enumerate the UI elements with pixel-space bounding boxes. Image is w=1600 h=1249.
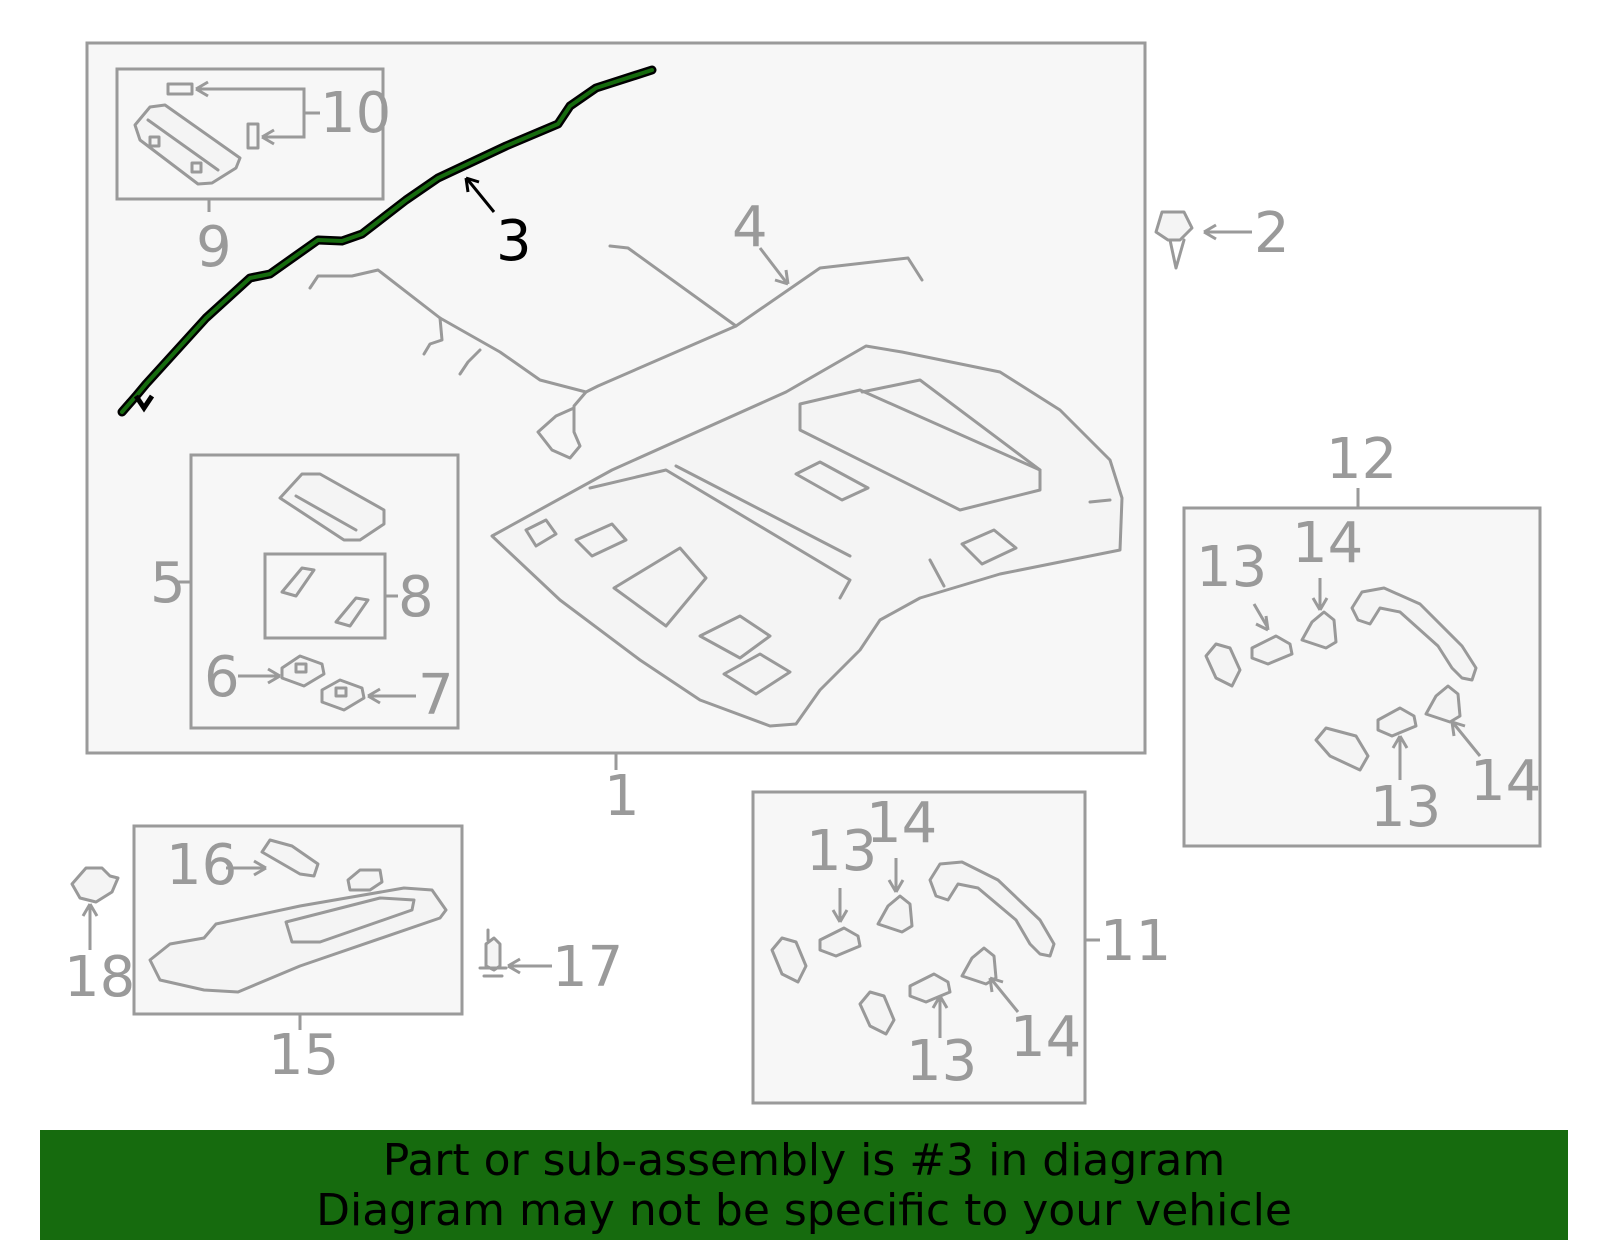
label-13-b: 13	[1370, 775, 1441, 840]
bracket-12-a[interactable]	[1204, 642, 1242, 688]
map-lamp-part[interactable]	[133, 103, 242, 186]
label-8: 8	[398, 565, 434, 630]
label-18: 18	[64, 945, 135, 1010]
wire-harness-part-4[interactable]	[308, 244, 924, 460]
label-5: 5	[150, 551, 186, 616]
bulbs-part-8[interactable]	[280, 566, 370, 628]
clip-14-a[interactable]	[1300, 610, 1338, 650]
label-13-c: 13	[806, 819, 877, 884]
label-13-a: 13	[1196, 535, 1267, 600]
label-13-d: 13	[906, 1029, 977, 1094]
dome-lamp-lens[interactable]	[278, 472, 386, 542]
visor-clip-part[interactable]	[346, 868, 384, 892]
label-12: 12	[1326, 427, 1397, 492]
banner-line-1: Part or sub-assembly is #3 in diagram	[382, 1135, 1226, 1186]
clip-13-b[interactable]	[1376, 706, 1418, 738]
grab-handle-frame-12	[1182, 506, 1542, 848]
label-2: 2	[1254, 201, 1290, 266]
clip-part-2[interactable]	[1154, 210, 1194, 270]
label-15: 15	[268, 1023, 339, 1088]
label-11: 11	[1100, 909, 1171, 974]
label-17: 17	[552, 935, 623, 1000]
clip-14-b[interactable]	[1424, 684, 1462, 724]
map-lamp-bulbs[interactable]	[166, 82, 260, 150]
info-banner: Part or sub-assembly is #3 in diagram Di…	[40, 1130, 1568, 1240]
headliner-part-1[interactable]	[490, 344, 1124, 728]
clip-14-c[interactable]	[876, 894, 914, 934]
screw-part-17[interactable]	[478, 928, 508, 978]
label-10: 10	[320, 81, 391, 146]
label-7: 7	[418, 663, 454, 728]
clip-13-a[interactable]	[1250, 634, 1294, 666]
grab-handle-12[interactable]	[1350, 586, 1478, 682]
leader-4	[758, 247, 788, 283]
clip-13-c[interactable]	[818, 926, 862, 958]
label-16: 16	[166, 833, 237, 898]
label-14-c: 14	[866, 791, 937, 856]
label-14-b: 14	[1470, 749, 1541, 814]
bracket-11-a[interactable]	[770, 936, 808, 984]
label-3: 3	[496, 209, 532, 274]
label-1: 1	[604, 764, 640, 829]
label-6: 6	[204, 645, 240, 710]
clip-13-d[interactable]	[908, 972, 952, 1004]
lamp-socket-part-7[interactable]	[320, 678, 366, 712]
leader-3	[466, 179, 496, 213]
label-14-d: 14	[1010, 1005, 1081, 1070]
grab-handle-frame-11	[751, 790, 1087, 1105]
visor-bulb-part-16[interactable]	[260, 838, 320, 878]
bracket-11-b[interactable]	[858, 990, 896, 1036]
banner-line-2: Diagram may not be specific to your vehi…	[316, 1185, 1292, 1236]
clip-part-18[interactable]	[70, 866, 120, 904]
bracket-12-b[interactable]	[1314, 726, 1370, 772]
label-4: 4	[732, 195, 768, 260]
grab-handle-11[interactable]	[928, 860, 1056, 958]
label-9: 9	[196, 215, 232, 280]
sun-visor-part[interactable]	[148, 886, 448, 994]
lamp-socket-part-6[interactable]	[280, 654, 326, 688]
label-14-a: 14	[1292, 511, 1363, 576]
clip-14-d[interactable]	[960, 946, 998, 986]
bulb-frame	[263, 552, 387, 640]
